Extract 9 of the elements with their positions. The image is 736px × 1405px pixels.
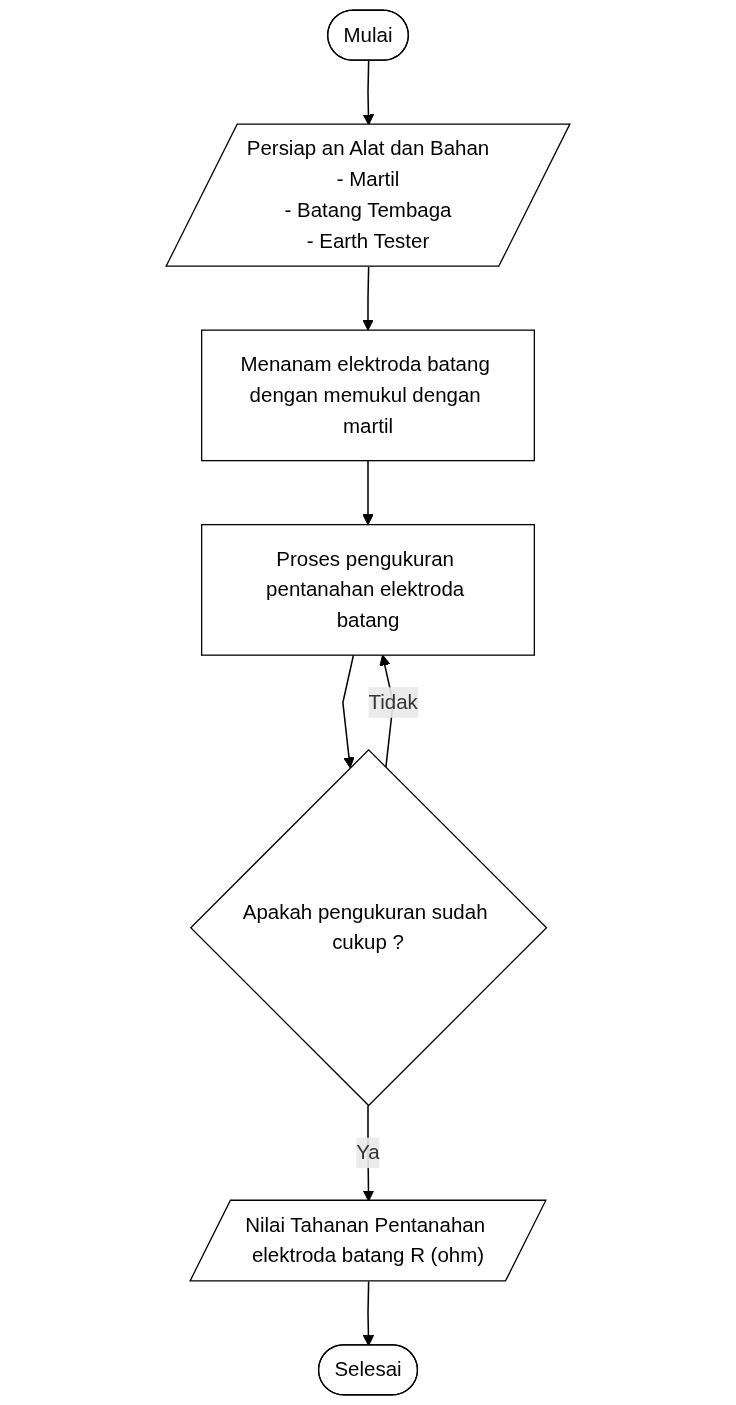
edge-label: Tidak — [368, 690, 418, 713]
node-diamond: Apakah pengukuran sudah cukup ? — [189, 748, 548, 1107]
arrow — [362, 459, 374, 526]
node-box: Menanam elektroda batang dengan memukul dengan martil — [201, 329, 535, 462]
node-box: Proses pengukuran pentanahan elektroda batang — [201, 524, 535, 656]
edge-label: Ya — [356, 1141, 380, 1164]
arrow — [342, 654, 355, 769]
arrow — [362, 1280, 375, 1346]
arrow — [362, 266, 374, 331]
